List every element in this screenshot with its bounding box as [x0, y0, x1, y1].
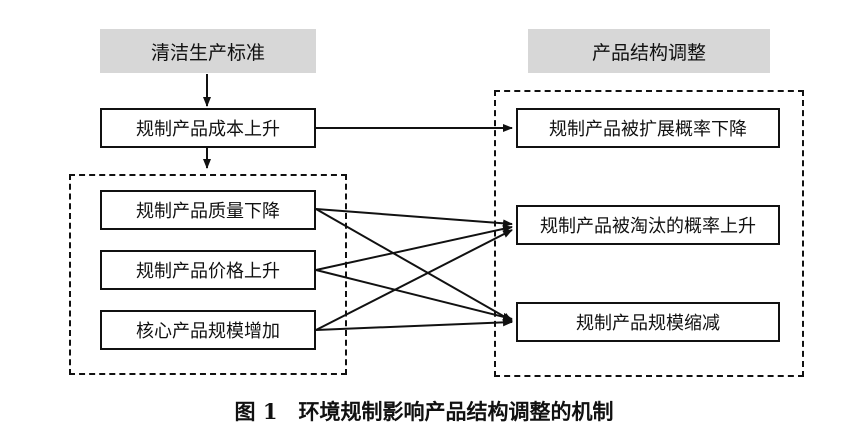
- arrow-price-to-shrink: [315, 269, 513, 321]
- arrow-price-to-eliminate: [315, 225, 513, 271]
- arrow-core-to-eliminate: [315, 229, 513, 331]
- left-header: 清洁生产标准: [100, 29, 316, 73]
- box-core-scale-increase: 核心产品规模增加: [100, 310, 316, 350]
- box-scale-shrink: 规制产品规模缩减: [516, 302, 780, 342]
- figure-caption: 图 1 环境规制影响产品结构调整的机制: [234, 399, 614, 424]
- box-cost-rise: 规制产品成本上升: [100, 108, 316, 148]
- right-group-frame: [494, 90, 804, 377]
- arrow-quality-to-shrink: [315, 208, 513, 322]
- arrow-core-to-shrink: [315, 318, 513, 331]
- left-group-frame: [69, 174, 347, 375]
- box-eliminate-prob-rise: 规制产品被淘汰的概率上升: [516, 205, 780, 245]
- box-quality-decline: 规制产品质量下降: [100, 190, 316, 230]
- right-header: 产品结构调整: [528, 29, 770, 73]
- arrow-quality-to-eliminate: [315, 208, 513, 228]
- box-expand-prob-decline: 规制产品被扩展概率下降: [516, 108, 780, 148]
- box-price-rise: 规制产品价格上升: [100, 250, 316, 290]
